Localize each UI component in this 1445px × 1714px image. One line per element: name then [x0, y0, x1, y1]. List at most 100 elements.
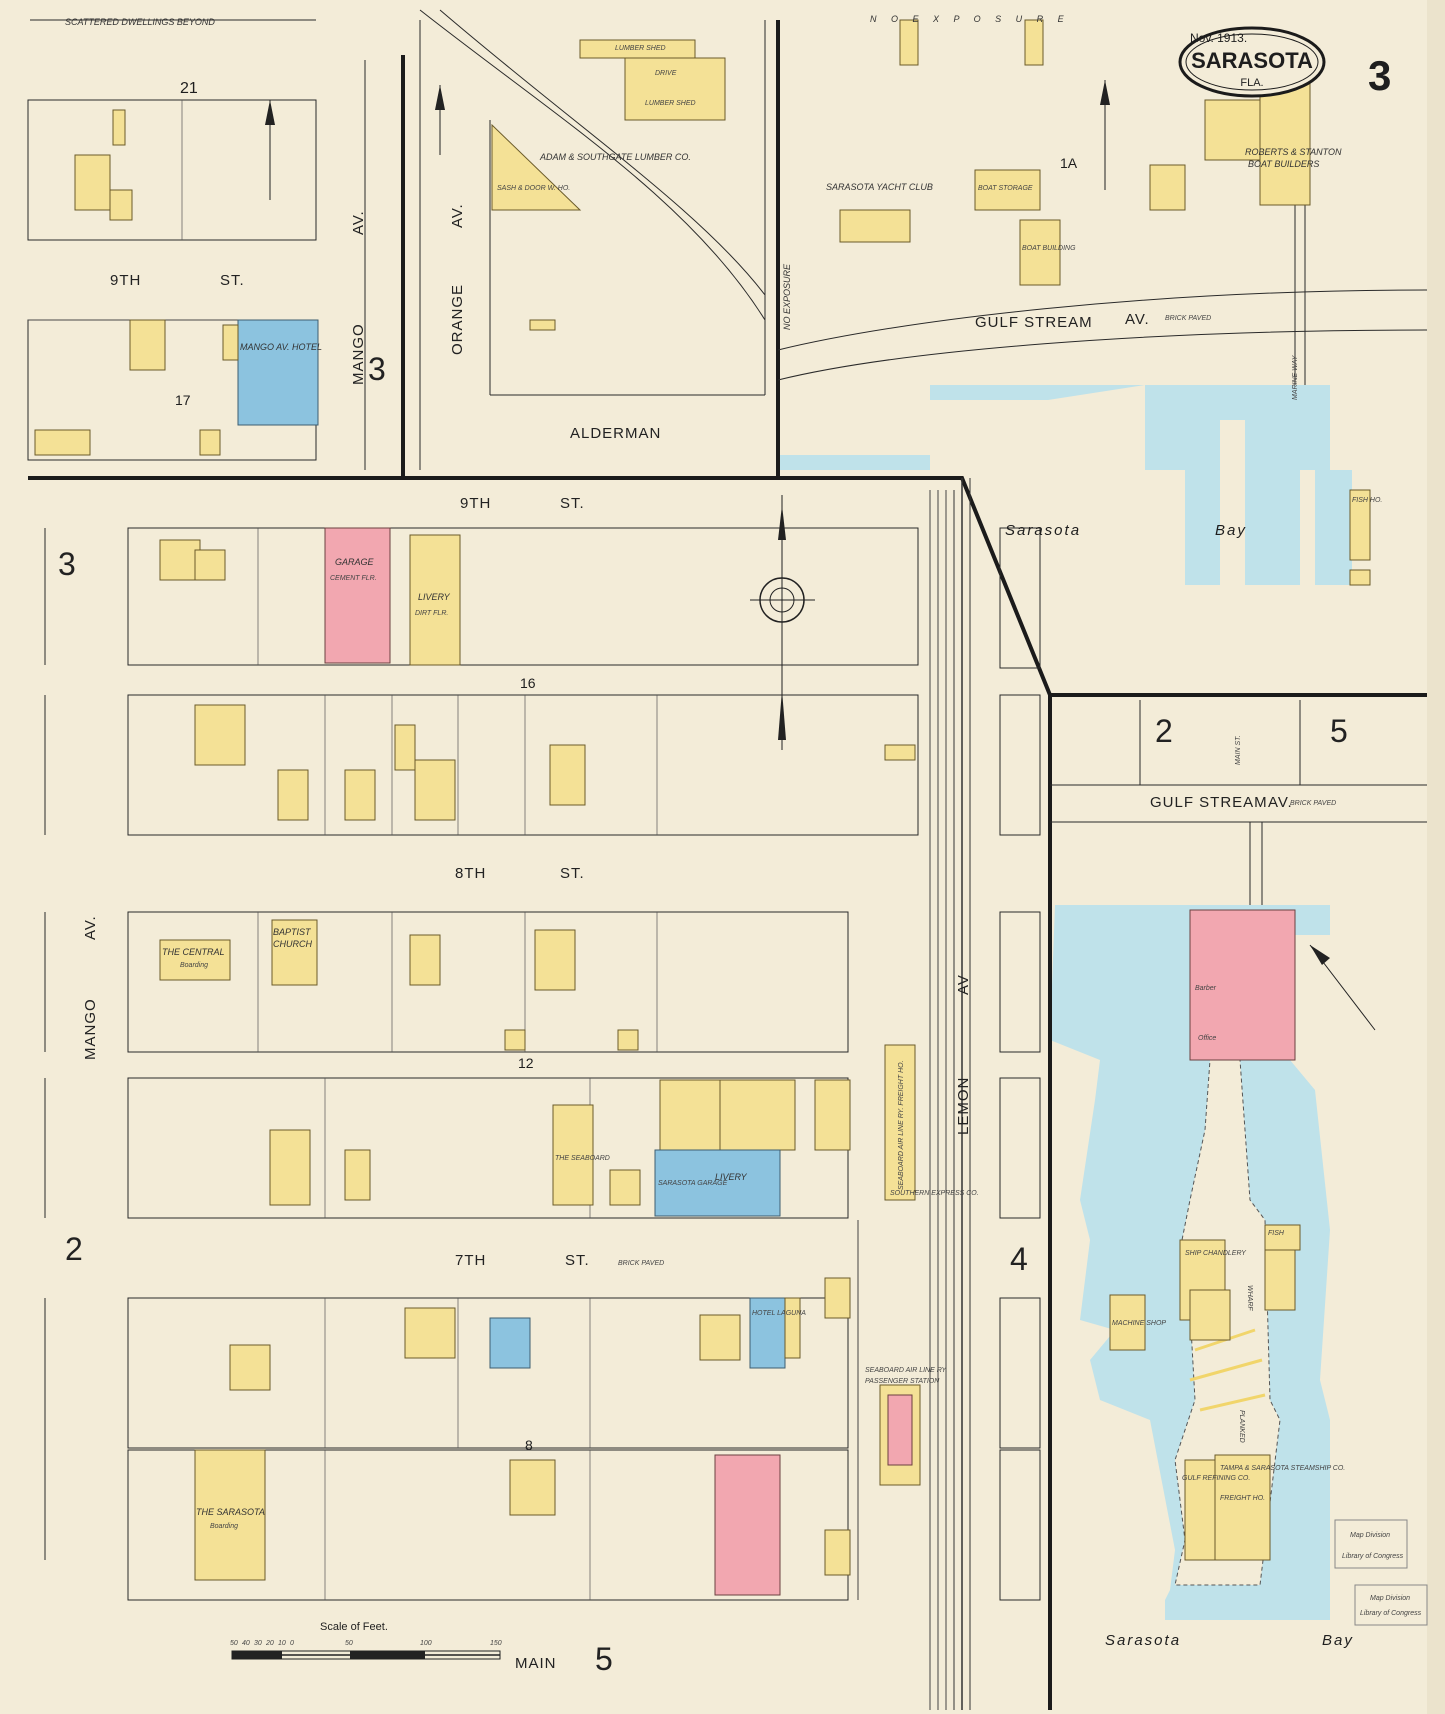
label-sarasota-boarding: Boarding	[210, 1523, 238, 1530]
yacht-club	[839, 209, 911, 243]
ref-2: 2	[65, 1231, 83, 1267]
boat-building	[1019, 219, 1061, 286]
label-sarasota-garage: SARASOTA GARAGE	[658, 1180, 728, 1187]
sheet-number: 3	[1368, 52, 1391, 99]
label-gulf-refining: GULF REFINING CO.	[1182, 1475, 1250, 1482]
ref-3b: 3	[58, 546, 76, 582]
fish-house	[1349, 489, 1371, 561]
label-fish: FISH	[1268, 1230, 1285, 1237]
block-16: 16	[520, 675, 536, 691]
street-orange: ORANGE	[449, 284, 466, 355]
sheet-boundaries	[28, 20, 1427, 1710]
block-5: 5	[1330, 713, 1348, 749]
water-bay-2b: Bay	[1322, 1632, 1354, 1649]
water-top	[930, 385, 1352, 585]
label-drive: DRIVE	[655, 70, 677, 77]
block-8: 8	[525, 1437, 533, 1453]
livery	[409, 534, 461, 666]
map-date: Nov. 1913.	[1190, 31, 1247, 45]
street-lemon-av: AV	[955, 974, 972, 995]
mango-hotel	[237, 319, 319, 426]
paper-edge	[1427, 0, 1445, 1714]
label-roberts-stanton: ROBERTS & STANTON	[1245, 147, 1342, 157]
label-fish-ho: FISH HO.	[1352, 497, 1382, 504]
title-cartouche	[1178, 26, 1326, 98]
label-wharf: WHARF	[1246, 1285, 1253, 1311]
street-alderman: ALDERMAN	[570, 425, 661, 442]
label-cement-flr: CEMENT FLR.	[330, 575, 377, 582]
label-barber: Barber	[1195, 985, 1217, 992]
scale-ticks: 50 40 30 20 10 0 50 100 150	[230, 1640, 502, 1647]
scale-tick: 150	[490, 1640, 502, 1647]
roberts-stanton	[1259, 79, 1311, 206]
label-passenger-station: PASSENGER STATION	[865, 1378, 940, 1385]
state-label: FLA.	[1240, 77, 1263, 89]
brick-paved-7th: BRICK PAVED	[618, 1260, 664, 1267]
label-baptist: BAPTIST	[273, 927, 312, 937]
garage	[324, 527, 391, 664]
scale-tick: 20	[265, 1640, 274, 1647]
stamp-map-division: Map Division	[1350, 1532, 1390, 1539]
label-southern-express: SOUTHERN EXPRESS CO.	[890, 1190, 979, 1197]
exposure-east: NO EXPOSURE	[782, 263, 792, 330]
street-mango-lower-av: AV.	[82, 915, 99, 940]
ref-5: 5	[595, 1641, 613, 1677]
street-mango-lower: MANGO	[82, 998, 99, 1060]
label-lumber-shed-2: LUMBER SHED	[645, 100, 696, 107]
sash-door-house	[491, 123, 582, 211]
brick-block	[714, 1454, 781, 1596]
block-21: 21	[180, 80, 198, 97]
water-strip	[780, 455, 930, 470]
boat-storage	[974, 169, 1041, 211]
library-stamp-2	[1354, 1584, 1428, 1626]
label-office: Office	[1198, 1035, 1216, 1042]
label-the-sarasota: THE SARASOTA	[196, 1507, 265, 1517]
street-gulf-top-av: AV.	[1125, 311, 1150, 328]
gulf-refining	[1184, 1459, 1216, 1561]
block-12: 12	[518, 1055, 534, 1071]
the-central	[159, 939, 231, 981]
scale-tick: 50	[345, 1640, 353, 1647]
ref-3a: 3	[368, 351, 386, 387]
label-boat-storage: BOAT STORAGE	[978, 185, 1033, 192]
label-mango-hotel: MANGO AV. HOTEL	[240, 342, 322, 352]
scattered-note: SCATTERED DWELLINGS BEYOND	[65, 17, 215, 27]
scale-bar	[231, 1650, 501, 1660]
street-9th-top-st: ST.	[220, 272, 245, 289]
stamp-library-2: Library of Congress	[1360, 1610, 1422, 1617]
label-hotel-laguna: HOTEL LAGUNA	[752, 1310, 806, 1317]
city-title: SARASOTA	[1191, 48, 1313, 73]
label-tampa-sarasota: TAMPA & SARASOTA STEAMSHIP CO.	[1220, 1465, 1345, 1472]
north-arrow-icons	[265, 80, 1376, 1031]
street-gulf-top: GULF STREAM	[975, 314, 1093, 331]
railroad	[857, 490, 947, 1710]
label-the-central: THE CENTRAL	[162, 947, 225, 957]
label-sash-door: SASH & DOOR W. HO.	[497, 185, 570, 192]
street-9th-mid-st: ST.	[560, 495, 585, 512]
street-mango-av: AV.	[350, 210, 367, 235]
label-garage: GARAGE	[335, 557, 375, 567]
seaboard-freight	[884, 1044, 916, 1201]
label-machine-shop: MACHINE SHOP	[1112, 1320, 1166, 1327]
labels: Nov. 1913. SARASOTA FLA. 3 SCATTERED DWE…	[58, 14, 1422, 1677]
scale-tick: 30	[254, 1640, 262, 1647]
buildings	[34, 19, 1371, 1596]
street-gulf-low: GULF STREAM	[1150, 794, 1268, 811]
street-main: MAIN	[515, 1655, 557, 1672]
street-8th-st: ST.	[560, 865, 585, 882]
water-bay-2: Sarasota	[1105, 1632, 1181, 1649]
tampa-sarasota-freight	[1214, 1454, 1271, 1561]
label-boat-building: BOAT BUILDING	[1022, 245, 1076, 252]
label-seaboard-ry: SEABOARD AIR LINE RY.	[865, 1367, 948, 1374]
exposure-north: N O E X P O S U R E	[870, 14, 1070, 24]
label-seaboard-freight: SEABOARD AIR LINE RY. FREIGHT HO.	[898, 1060, 905, 1190]
label-church: CHURCH	[273, 939, 312, 949]
label-lumber-co: ADAM & SOUTHGATE LUMBER CO.	[539, 152, 691, 162]
label-lumber-shed-1: LUMBER SHED	[615, 45, 666, 52]
block-17: 17	[175, 392, 191, 408]
library-stamp	[1334, 1519, 1408, 1569]
street-9th-top: 9TH	[110, 272, 141, 289]
scale-tick: 10	[278, 1640, 286, 1647]
block-2: 2	[1155, 713, 1173, 749]
